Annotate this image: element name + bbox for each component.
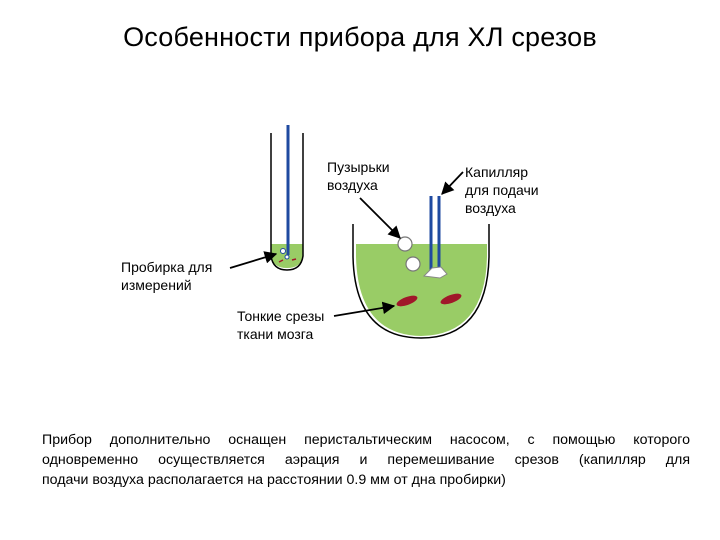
tube-label-line: Пробирка для bbox=[121, 259, 213, 275]
capillary-label: Капилляр для подачи воздуха bbox=[465, 163, 539, 217]
bubbles-label-line: Пузырьки bbox=[327, 159, 390, 175]
air-bubble bbox=[405, 256, 421, 272]
measurement-tube bbox=[270, 125, 304, 271]
capillary-label-line: Капилляр bbox=[465, 164, 529, 180]
air-bubble bbox=[397, 236, 413, 252]
capillary-label-line: для подачи bbox=[465, 182, 539, 198]
slices-label-line: Тонкие срезы bbox=[237, 308, 325, 324]
tube-slice bbox=[291, 258, 297, 261]
description-text: Прибор дополнительно оснащен перистальти… bbox=[42, 430, 690, 490]
pointer-arrows bbox=[229, 171, 464, 317]
description-line: подачи воздуха располагается на расстоян… bbox=[42, 472, 506, 488]
description-line: одновременно осуществляется аэрация и пе… bbox=[42, 452, 690, 468]
bubbles-label: Пузырьки воздуха bbox=[327, 158, 390, 194]
page-title: Особенности прибора для ХЛ срезов bbox=[123, 22, 597, 52]
tube-label: Пробирка для измерений bbox=[121, 258, 212, 294]
tube-bubble bbox=[280, 248, 286, 254]
vessel-outline bbox=[352, 224, 490, 339]
tube-arrow bbox=[229, 251, 278, 269]
slices-label: Тонкие срезы ткани мозга bbox=[237, 307, 324, 343]
tube-label-line: измерений bbox=[121, 277, 192, 293]
tissue-slice bbox=[396, 295, 418, 307]
description-line: Прибор дополнительно оснащен перистальти… bbox=[42, 432, 690, 448]
capillary-arrow bbox=[441, 171, 464, 195]
tissue-slice bbox=[440, 293, 462, 305]
bubbles-arrow bbox=[359, 197, 401, 239]
tube-bubble bbox=[284, 254, 290, 260]
air-bubble-emerging bbox=[422, 266, 448, 279]
slices-arrow bbox=[333, 301, 396, 317]
bubbles-label-line: воздуха bbox=[327, 177, 378, 193]
large-vessel bbox=[352, 196, 490, 339]
capillary-label-line: воздуха bbox=[465, 200, 516, 216]
slices-label-line: ткани мозга bbox=[237, 326, 314, 342]
tube-slice bbox=[278, 259, 284, 263]
